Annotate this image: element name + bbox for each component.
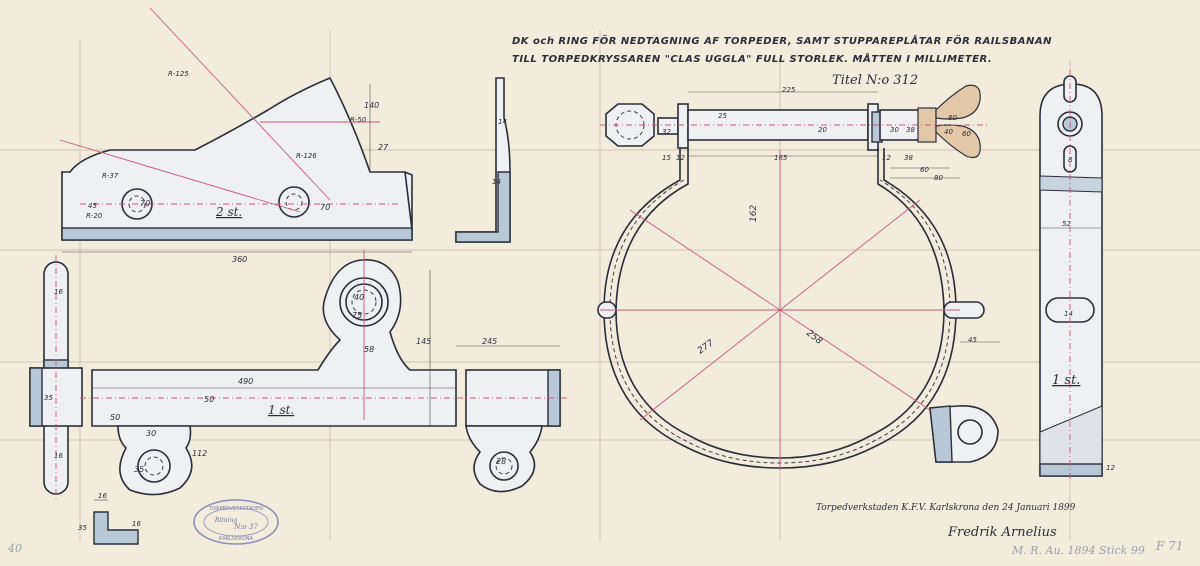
dim-30: 30 [890,126,899,134]
dim-16c: 16 [98,492,107,500]
dim-28: 28 [496,457,506,466]
dim-360: 360 [232,255,247,264]
dim-38b: 38 [904,154,913,162]
dim-35b: 35 [134,465,144,474]
archive-ref: M. R. Au. 1894 Stick 99 [1011,544,1145,557]
angle-profile-top: 14 14 [455,77,511,243]
dim-258: 258 [804,328,824,347]
dim-r126: R-126 [296,152,317,160]
dim-40b: 40 [944,128,953,136]
dim-r37: R-37 [102,172,119,180]
dim-16b: 16 [54,452,63,460]
ring-view: 162 277 258 45 [597,148,1000,470]
dim-32: 32 [662,128,671,136]
dim-80a: 80 [948,114,957,122]
dim-12c: 12 [1106,464,1115,472]
dim-30: 30 [146,429,156,438]
dim-70a: 70 [140,199,150,208]
dim-20: 20 [818,126,827,134]
dim-225: 225 [782,86,796,94]
bar-view: 40 75 58 145 245 490 50 50 30 35 112 28 … [80,250,570,496]
drawing-number: Titel N:o 312 [832,73,918,88]
dim-25: 25 [718,112,727,120]
dim-8: 8 [1068,156,1073,164]
dim-14a: 14 [498,118,507,126]
dim-162: 162 [749,205,759,222]
lug-piece [929,405,999,463]
title-line-2: TILL TORPEDKRYSSAREN "CLAS UGGLA" FULL S… [512,52,992,65]
place-date: Torpedverkstaden K.F.V. Karlskrona den 2… [816,503,1076,513]
dim-27: 27 [378,143,389,152]
dim-35: 35 [44,394,53,402]
label-strap: 1 st. [1052,373,1080,388]
signature: Fredrik Arnelius [947,525,1057,540]
dim-145: 145 [416,337,431,346]
dim-52: 52 [1062,220,1071,228]
dim-12b: 12 [882,154,891,162]
dim-58: 58 [364,345,374,354]
dim-60b: 60 [920,166,929,174]
dim-75: 75 [352,311,362,320]
dim-16a: 16 [54,288,63,296]
corner-note: 40 [7,542,22,555]
dim-16d: 16 [132,520,141,528]
dim-490: 490 [238,377,253,386]
stamp-line-2: Ritning [214,517,237,524]
dim-50b: 50 [110,413,120,422]
bolt-assembly: 225 25 20 32 30 38 40 60 80 15 12 165 12… [600,84,990,182]
dim-r20: R-20 [86,212,103,220]
dim-38a: 38 [906,126,915,134]
angle-profile-bottom: 16 35 16 [78,492,141,545]
dim-140: 140 [364,101,379,110]
label-plates: 2 st. [215,205,242,219]
dim-r50: R-50 [350,116,367,124]
label-bar: 1 st. [268,403,294,417]
dim-50a: 50 [204,395,214,404]
dim-277: 277 [696,338,716,356]
bar-end-view: 16 35 16 [29,255,83,500]
workshop-stamp: TORPEDVERKSTADEN Ritning N:o 37 KARLSKRO… [193,499,279,545]
dim-245: 245 [482,337,497,346]
dim-112: 112 [192,449,207,458]
dim-40: 40 [354,293,364,302]
stamp-line-3: N:o 37 [233,523,258,531]
dim-45: 45 [88,202,97,210]
dim-80b: 80 [934,174,943,182]
dim-45b: 45 [968,336,977,344]
plate-view: R-125 140 R-50 R-126 27 R-37 45 R-20 70 … [59,7,413,264]
stamp-line-1: TORPEDVERKSTADEN [208,506,263,512]
dim-15: 15 [662,154,671,162]
sheet-number: F 71 [1155,539,1183,553]
dim-14b: 14 [492,178,501,186]
dim-35c: 35 [78,524,87,532]
dim-r125: R-125 [168,70,189,78]
dim-60a: 60 [962,130,971,138]
title-line-1: DK och RING FÖR NEDTAGNING AF TORPEDER, … [512,33,1052,47]
strap-view: 8 52 14 12 1 st. [1039,70,1115,480]
dim-14c: 14 [1064,310,1073,318]
dim-70b: 70 [320,203,330,212]
stamp-line-4: KARLSKRONA [219,536,253,542]
dim-165: 165 [774,154,788,162]
